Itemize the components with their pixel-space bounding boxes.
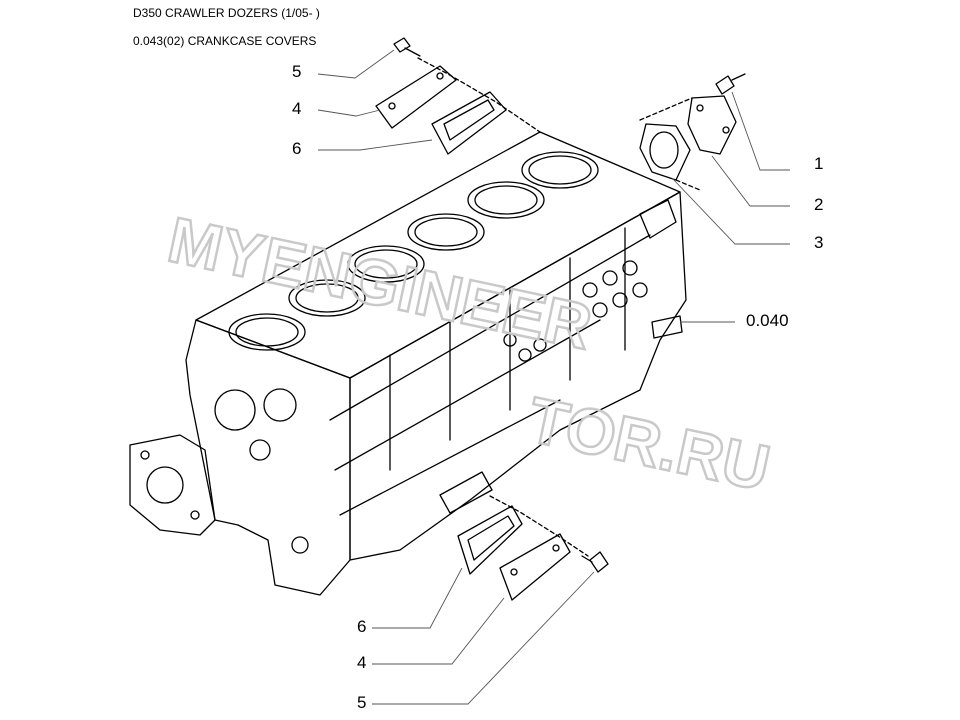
cover-plate-bottom bbox=[499, 533, 571, 601]
callout-right-1: 1 bbox=[814, 154, 824, 173]
gasket-top bbox=[431, 91, 507, 155]
leader-right-2 bbox=[711, 155, 790, 207]
leader-right-3 bbox=[671, 177, 790, 245]
gasket-bottom bbox=[457, 505, 523, 575]
bolt-bottom bbox=[581, 551, 609, 573]
callout-bottom-4: 4 bbox=[357, 653, 367, 672]
leader-bottom-4 bbox=[372, 597, 505, 665]
callout-right-2: 2 bbox=[814, 195, 824, 214]
leader-bottom-6 bbox=[372, 567, 463, 629]
leader-bottom-5 bbox=[372, 571, 595, 705]
callout-bottom-6: 6 bbox=[357, 617, 367, 636]
bolt-top bbox=[393, 37, 421, 57]
leader-top-5 bbox=[317, 49, 395, 79]
leader-right-1 bbox=[731, 91, 790, 171]
diagram-header-section: 0.043(02) CRANKCASE COVERS bbox=[133, 34, 317, 48]
callout-top-5: 5 bbox=[292, 62, 302, 81]
lower-cover-group bbox=[457, 495, 609, 601]
cover-plate-top bbox=[375, 65, 457, 129]
callout-top-4: 4 bbox=[292, 99, 302, 118]
callout-ref-0040: 0.040 bbox=[746, 311, 789, 330]
callout-right-3: 3 bbox=[814, 233, 824, 252]
upper-cover-group bbox=[375, 37, 541, 155]
leader-top-6 bbox=[318, 139, 433, 151]
leader-top-4 bbox=[317, 109, 381, 117]
callout-bottom-5: 5 bbox=[357, 693, 367, 712]
end-cover-plate bbox=[687, 95, 737, 155]
callout-top-6: 6 bbox=[292, 139, 302, 158]
right-cover-group bbox=[639, 73, 746, 191]
bolt-right bbox=[715, 73, 746, 95]
engine-block bbox=[129, 131, 687, 596]
diagram-header-model: D350 CRAWLER DOZERS (1/05- ) bbox=[133, 6, 320, 20]
